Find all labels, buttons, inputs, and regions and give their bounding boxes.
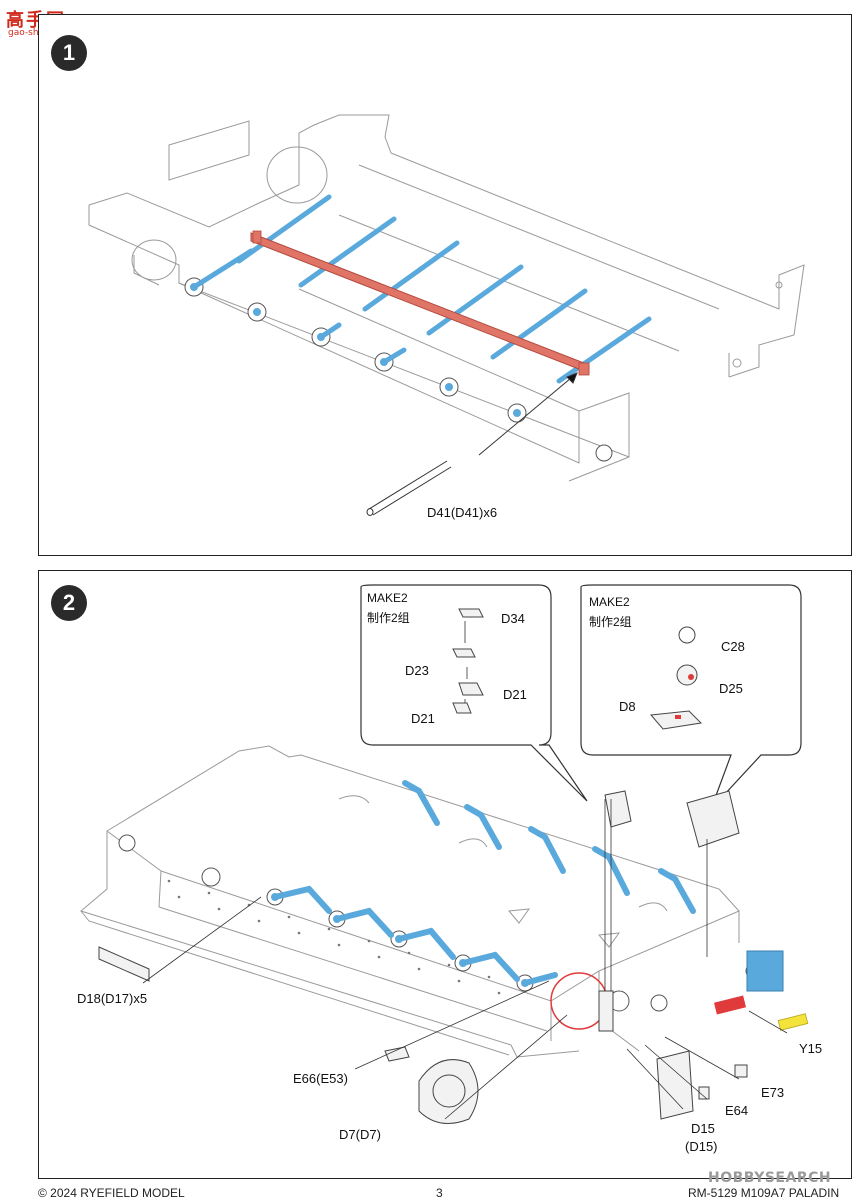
footer-page-number: 3: [436, 1186, 443, 1200]
part-label-d15: D15: [691, 1121, 715, 1136]
callout-right-subtitle: 制作2组: [589, 615, 632, 629]
step-1-panel: 1: [38, 14, 852, 556]
part-label-d15-alt: (D15): [685, 1139, 718, 1154]
part-label-c28: C28: [721, 639, 745, 654]
footer-copyright: © 2024 RYEFIELD MODEL: [38, 1186, 185, 1200]
step-2-panel: 2: [38, 570, 852, 1179]
part-label-e66: E66(E53): [293, 1071, 348, 1086]
step-1-number: 1: [51, 35, 87, 71]
part-label-d23: D23: [405, 663, 429, 678]
part-label-e73: E73: [761, 1085, 785, 1100]
part-label-d34: D34: [501, 611, 525, 626]
part-label-d21-right: D21: [503, 687, 527, 702]
callout-left-subtitle: 制作2组: [367, 611, 410, 625]
step-2-assembly-drawing: [79, 584, 809, 1124]
footer-kit-name: RM-5129 M109A7 PALADIN: [688, 1186, 840, 1200]
part-label-d41: D41(D41)x6: [427, 505, 498, 520]
part-label-d25: D25: [719, 681, 743, 696]
step-2-number: 2: [51, 585, 87, 621]
part-label-d7: D7(D7): [339, 1127, 381, 1142]
part-label-d21-left: D21: [411, 711, 435, 726]
part-label-y15: Y15: [799, 1041, 823, 1056]
part-label-d8: D8: [619, 699, 636, 714]
callout-left-title: MAKE2: [367, 591, 408, 605]
step-1-hull-drawing: [88, 114, 805, 516]
callout-right-title: MAKE2: [589, 595, 630, 609]
part-label-d18: D18(D17)x5: [77, 991, 148, 1006]
watermark: HOBBYSEARCH: [708, 1170, 832, 1186]
part-label-e64: E64: [725, 1103, 749, 1118]
